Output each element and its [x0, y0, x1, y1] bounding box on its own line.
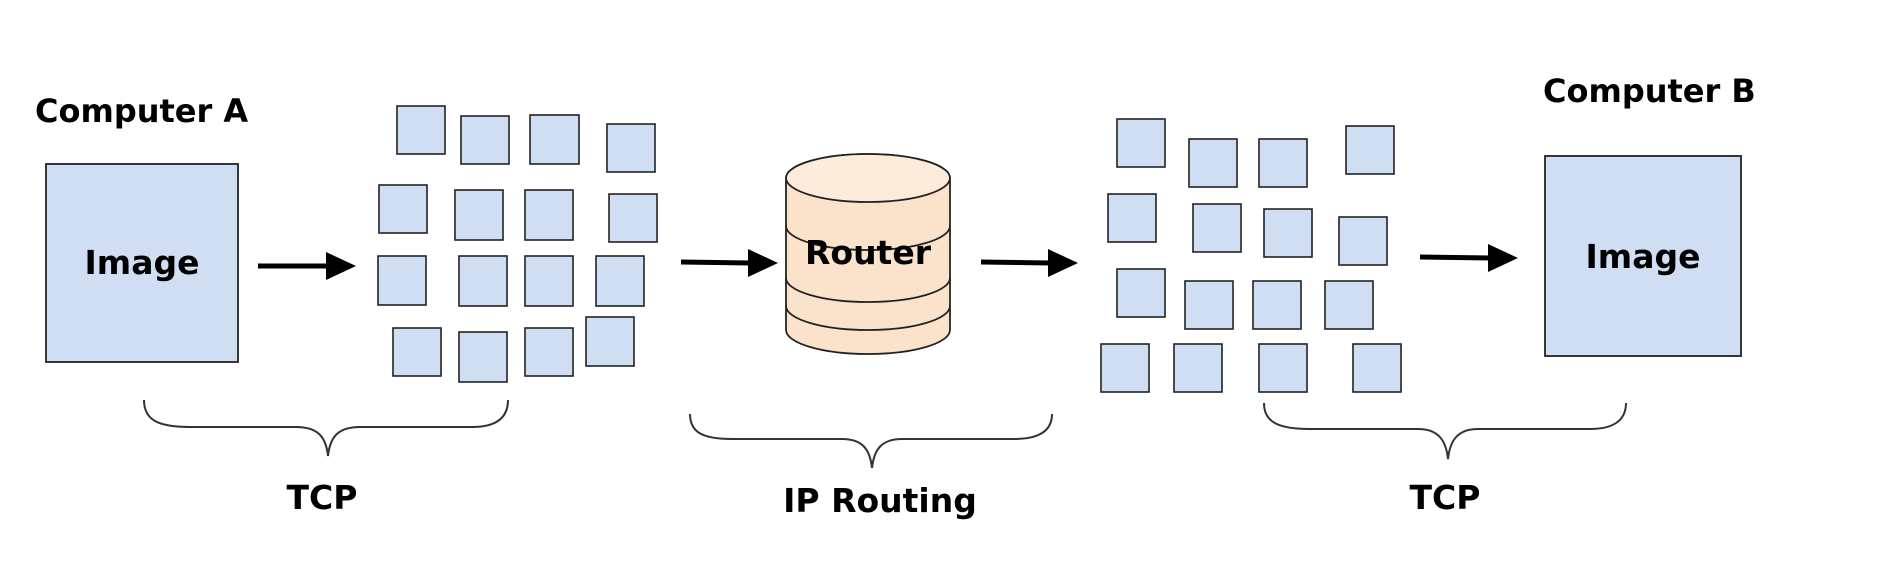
computer-a-image-label: Image: [85, 243, 200, 282]
packet: [608, 193, 658, 243]
arrow-head-icon: [1488, 244, 1518, 272]
packet: [1352, 343, 1402, 393]
packet: [396, 105, 446, 155]
brace-right: [1263, 402, 1627, 460]
computer-a-title: Computer A: [35, 92, 248, 130]
packet: [585, 316, 635, 367]
packet: [595, 255, 645, 307]
packet: [1338, 216, 1388, 266]
packet: [392, 327, 442, 377]
packet: [458, 331, 508, 383]
packet: [377, 255, 427, 306]
arrow-head-icon: [1048, 249, 1078, 277]
packet: [1100, 343, 1150, 393]
computer-b-image-label: Image: [1586, 237, 1701, 276]
packets-right: [1100, 118, 1402, 393]
computer-b-title: Computer B: [1543, 72, 1756, 110]
arrow-head-icon: [748, 249, 778, 277]
computer-b: Computer B Image: [1543, 72, 1756, 357]
packet: [1107, 193, 1157, 243]
packet: [1188, 138, 1238, 188]
packet: [529, 114, 580, 165]
packet: [1263, 208, 1313, 258]
packet: [1184, 280, 1234, 330]
arrow-router-to-packets: [980, 249, 1078, 277]
arrow-packets-to-router: [680, 249, 778, 277]
packet: [1258, 138, 1308, 188]
packet: [524, 189, 574, 241]
brace-left: [143, 399, 509, 457]
section-label-tcp-left: TCP: [287, 478, 358, 517]
packet: [460, 115, 510, 165]
packet: [1173, 343, 1223, 393]
computer-a-image-box: [45, 163, 239, 363]
computer-a: Computer A Image: [35, 92, 248, 363]
computer-b-image-box: [1544, 155, 1742, 357]
section-label-ip-routing: IP Routing: [783, 481, 977, 520]
packet: [1324, 280, 1374, 330]
packet: [1258, 343, 1308, 393]
packet: [458, 255, 508, 307]
packet: [378, 184, 428, 234]
router-label: Router: [805, 233, 932, 272]
packet: [1116, 268, 1166, 318]
brace-middle: [689, 413, 1053, 469]
packet: [1192, 203, 1242, 253]
router: Router: [785, 153, 951, 355]
packet: [1116, 118, 1166, 168]
arrow-head-icon: [326, 252, 356, 280]
arrow-a-to-packets: [258, 252, 356, 280]
arrow-packets-to-b: [1419, 244, 1518, 272]
packet: [524, 327, 574, 377]
packet: [606, 123, 656, 173]
packet: [524, 255, 574, 307]
packet: [1252, 280, 1302, 330]
packet: [454, 189, 504, 241]
section-label-tcp-right: TCP: [1410, 478, 1481, 517]
packet: [1345, 125, 1395, 175]
packets-left: [377, 105, 658, 383]
